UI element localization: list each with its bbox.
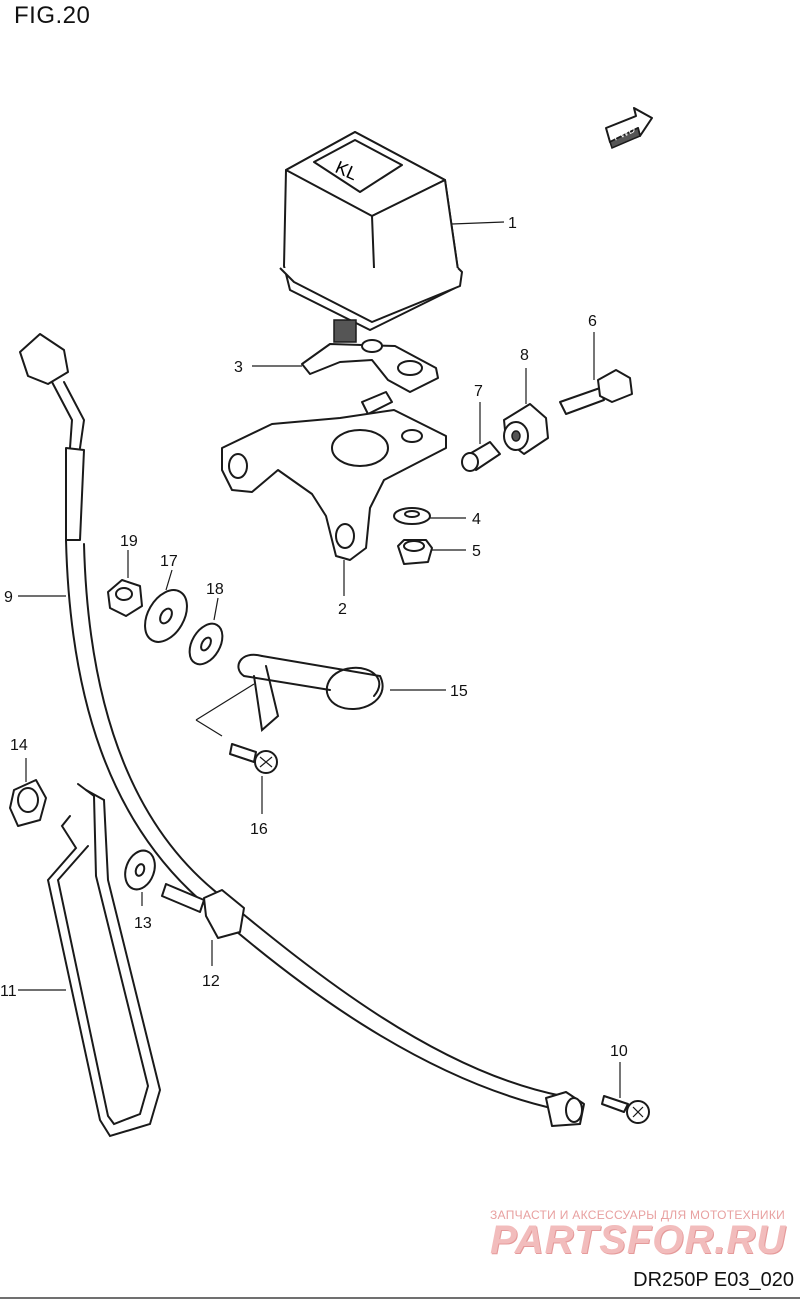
callout-1: 1 [508, 215, 517, 232]
callout-7: 7 [474, 383, 483, 400]
part-16-screw [229, 743, 278, 774]
part-13-washer [124, 849, 156, 891]
part-6-bolt [559, 369, 633, 415]
leader-lines [18, 221, 621, 1098]
callout-3: 3 [234, 359, 243, 376]
part-15-spring-clip [237, 653, 384, 732]
part-19-nut [107, 579, 143, 617]
watermark-brand: PARTSFOR.RU [490, 1218, 787, 1262]
callout-4: 4 [472, 511, 481, 528]
watermark-tagline: ЗАПЧАСТИ И АКСЕССУАРЫ ДЛЯ МОТОТЕХНИКИ [490, 1208, 786, 1222]
forward-arrow-icon: FWD [605, 107, 653, 150]
part-8-grommet [503, 403, 549, 455]
callout-17: 17 [160, 553, 178, 570]
callout-11: 11 [0, 983, 17, 1000]
part-3-plate [301, 339, 439, 415]
callout-5: 5 [472, 543, 481, 560]
part-12-bolt [161, 883, 245, 939]
part-18-washer [188, 622, 224, 666]
part-4-washer [393, 507, 431, 525]
callout-12: 12 [202, 973, 220, 990]
part-11-stay [46, 783, 162, 1138]
callout-16: 16 [250, 821, 268, 838]
callout-13: 13 [134, 915, 152, 932]
callout-19: 19 [120, 533, 138, 550]
callout-15: 15 [450, 683, 468, 700]
part-10-screw [601, 1095, 650, 1124]
part-5-nut [397, 539, 433, 565]
diagram-code: DR250P E03_020 [633, 1269, 794, 1291]
callout-2: 2 [338, 601, 347, 618]
callout-numbers: 1 2 3 4 5 6 7 8 9 10 11 12 13 14 15 16 1… [0, 215, 628, 1060]
callout-8: 8 [520, 347, 529, 364]
callout-14: 14 [10, 737, 28, 754]
callout-6: 6 [588, 313, 597, 330]
callout-9: 9 [4, 589, 13, 606]
callout-18: 18 [206, 581, 224, 598]
callout-10: 10 [610, 1043, 628, 1060]
part-1-meter-unit: KL [279, 131, 463, 343]
part-2-bracket [221, 409, 447, 561]
part-17-washer [144, 589, 188, 643]
part-7-collar [461, 441, 501, 472]
part-14-nut [9, 779, 47, 827]
figure-title: FIG.20 [14, 2, 91, 29]
